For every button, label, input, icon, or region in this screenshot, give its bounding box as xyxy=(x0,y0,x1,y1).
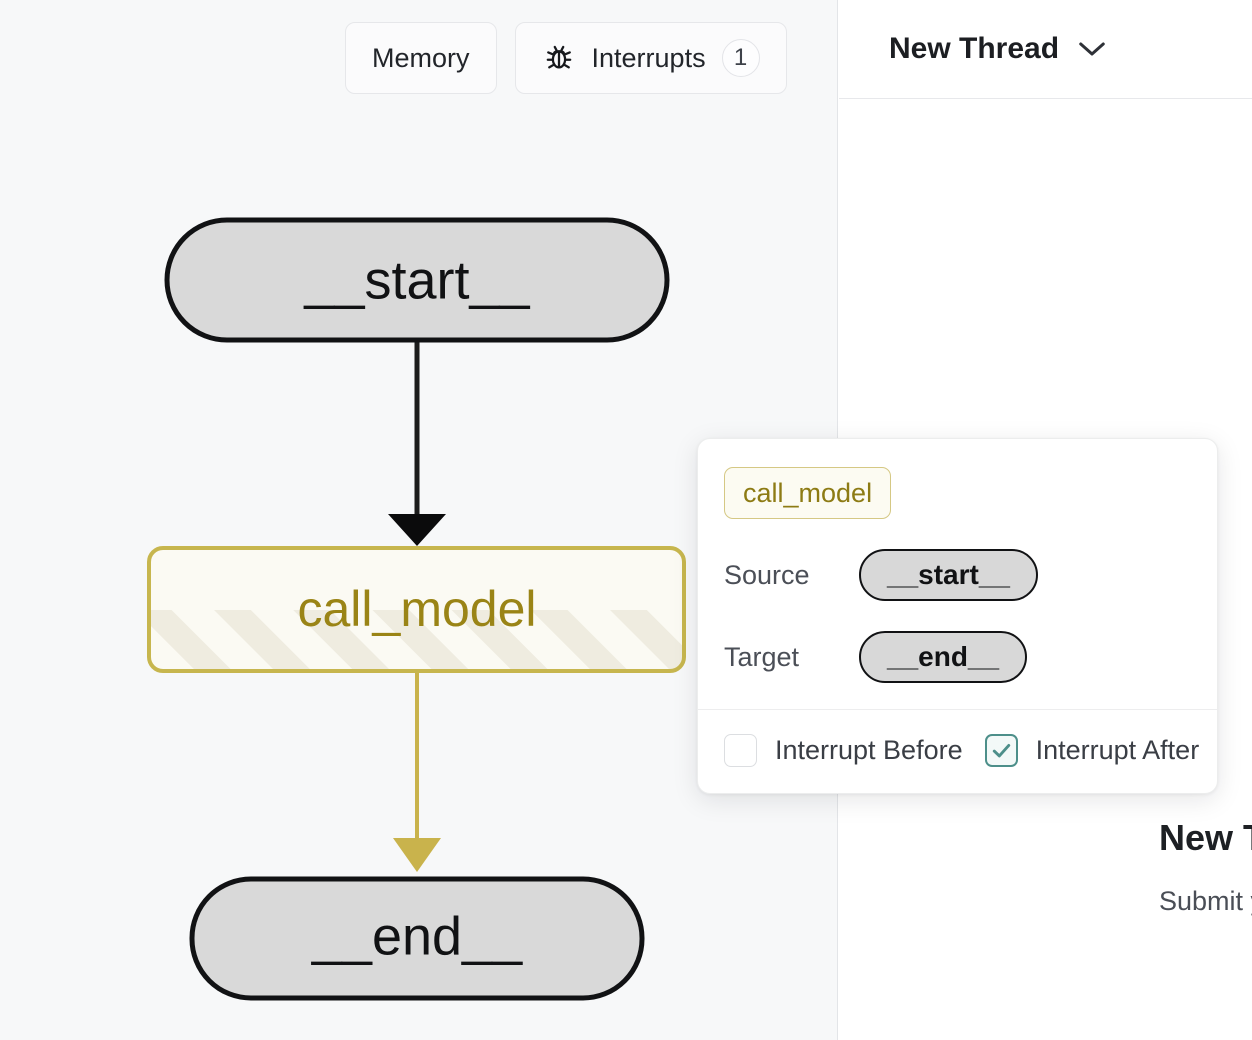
edge-target-key: Target xyxy=(724,641,800,672)
node-start-label: __start__ xyxy=(303,250,530,310)
interrupt-options: Interrupt Before Interrupt After xyxy=(698,709,1217,793)
node-call-model-label: call_model xyxy=(297,581,536,637)
edge-start-to-call-model[interactable] xyxy=(388,339,446,546)
chevron-down-icon xyxy=(1077,40,1107,58)
interrupt-after-label: Interrupt After xyxy=(1035,735,1200,765)
bug-icon xyxy=(542,41,576,75)
thread-empty-state: New T Submit your input xyxy=(839,820,1252,915)
interrupt-after-option[interactable]: Interrupt After xyxy=(984,734,1200,767)
node-start[interactable]: __start__ xyxy=(164,217,670,343)
interrupt-before-label: Interrupt Before xyxy=(775,735,963,765)
thread-selector[interactable]: New Thread xyxy=(889,32,1107,66)
edge-target-row: Target __end__ xyxy=(724,631,1191,683)
interrupt-after-checkbox[interactable] xyxy=(984,734,1018,767)
canvas-toolbar: Memory xyxy=(345,22,787,94)
edge-node-chip[interactable]: call_model xyxy=(724,467,892,519)
graph-diagram: __start__ call_model __end__ xyxy=(147,217,686,1001)
node-end[interactable]: __end__ xyxy=(189,876,645,1001)
node-call-model[interactable]: call_model xyxy=(147,546,686,673)
interrupts-button-label: Interrupts xyxy=(591,42,706,73)
thread-title: New Thread xyxy=(889,32,1060,65)
empty-state-subtitle: Submit your input xyxy=(1159,886,1252,916)
node-end-label: __end__ xyxy=(311,906,523,966)
interrupts-button[interactable]: Interrupts 1 xyxy=(514,22,787,94)
edge-call-model-to-end[interactable] xyxy=(393,671,441,872)
edge-source-key: Source xyxy=(724,559,810,590)
thread-header: New Thread xyxy=(839,0,1252,99)
interrupt-before-checkbox[interactable] xyxy=(724,734,757,767)
interrupts-count-badge: 1 xyxy=(721,39,760,77)
memory-button[interactable]: Memory xyxy=(345,22,497,94)
empty-state-title: New T xyxy=(1159,817,1252,858)
memory-button-label: Memory xyxy=(372,42,470,73)
edge-source-value[interactable]: __start__ xyxy=(859,549,1038,601)
edge-details-body: call_model Source __start__ Target __end… xyxy=(698,439,1217,709)
edge-details-popover: call_model Source __start__ Target __end… xyxy=(697,438,1218,794)
interrupt-before-option[interactable]: Interrupt Before xyxy=(724,734,963,767)
edge-source-row: Source __start__ xyxy=(724,549,1191,601)
edge-target-value[interactable]: __end__ xyxy=(859,631,1028,683)
